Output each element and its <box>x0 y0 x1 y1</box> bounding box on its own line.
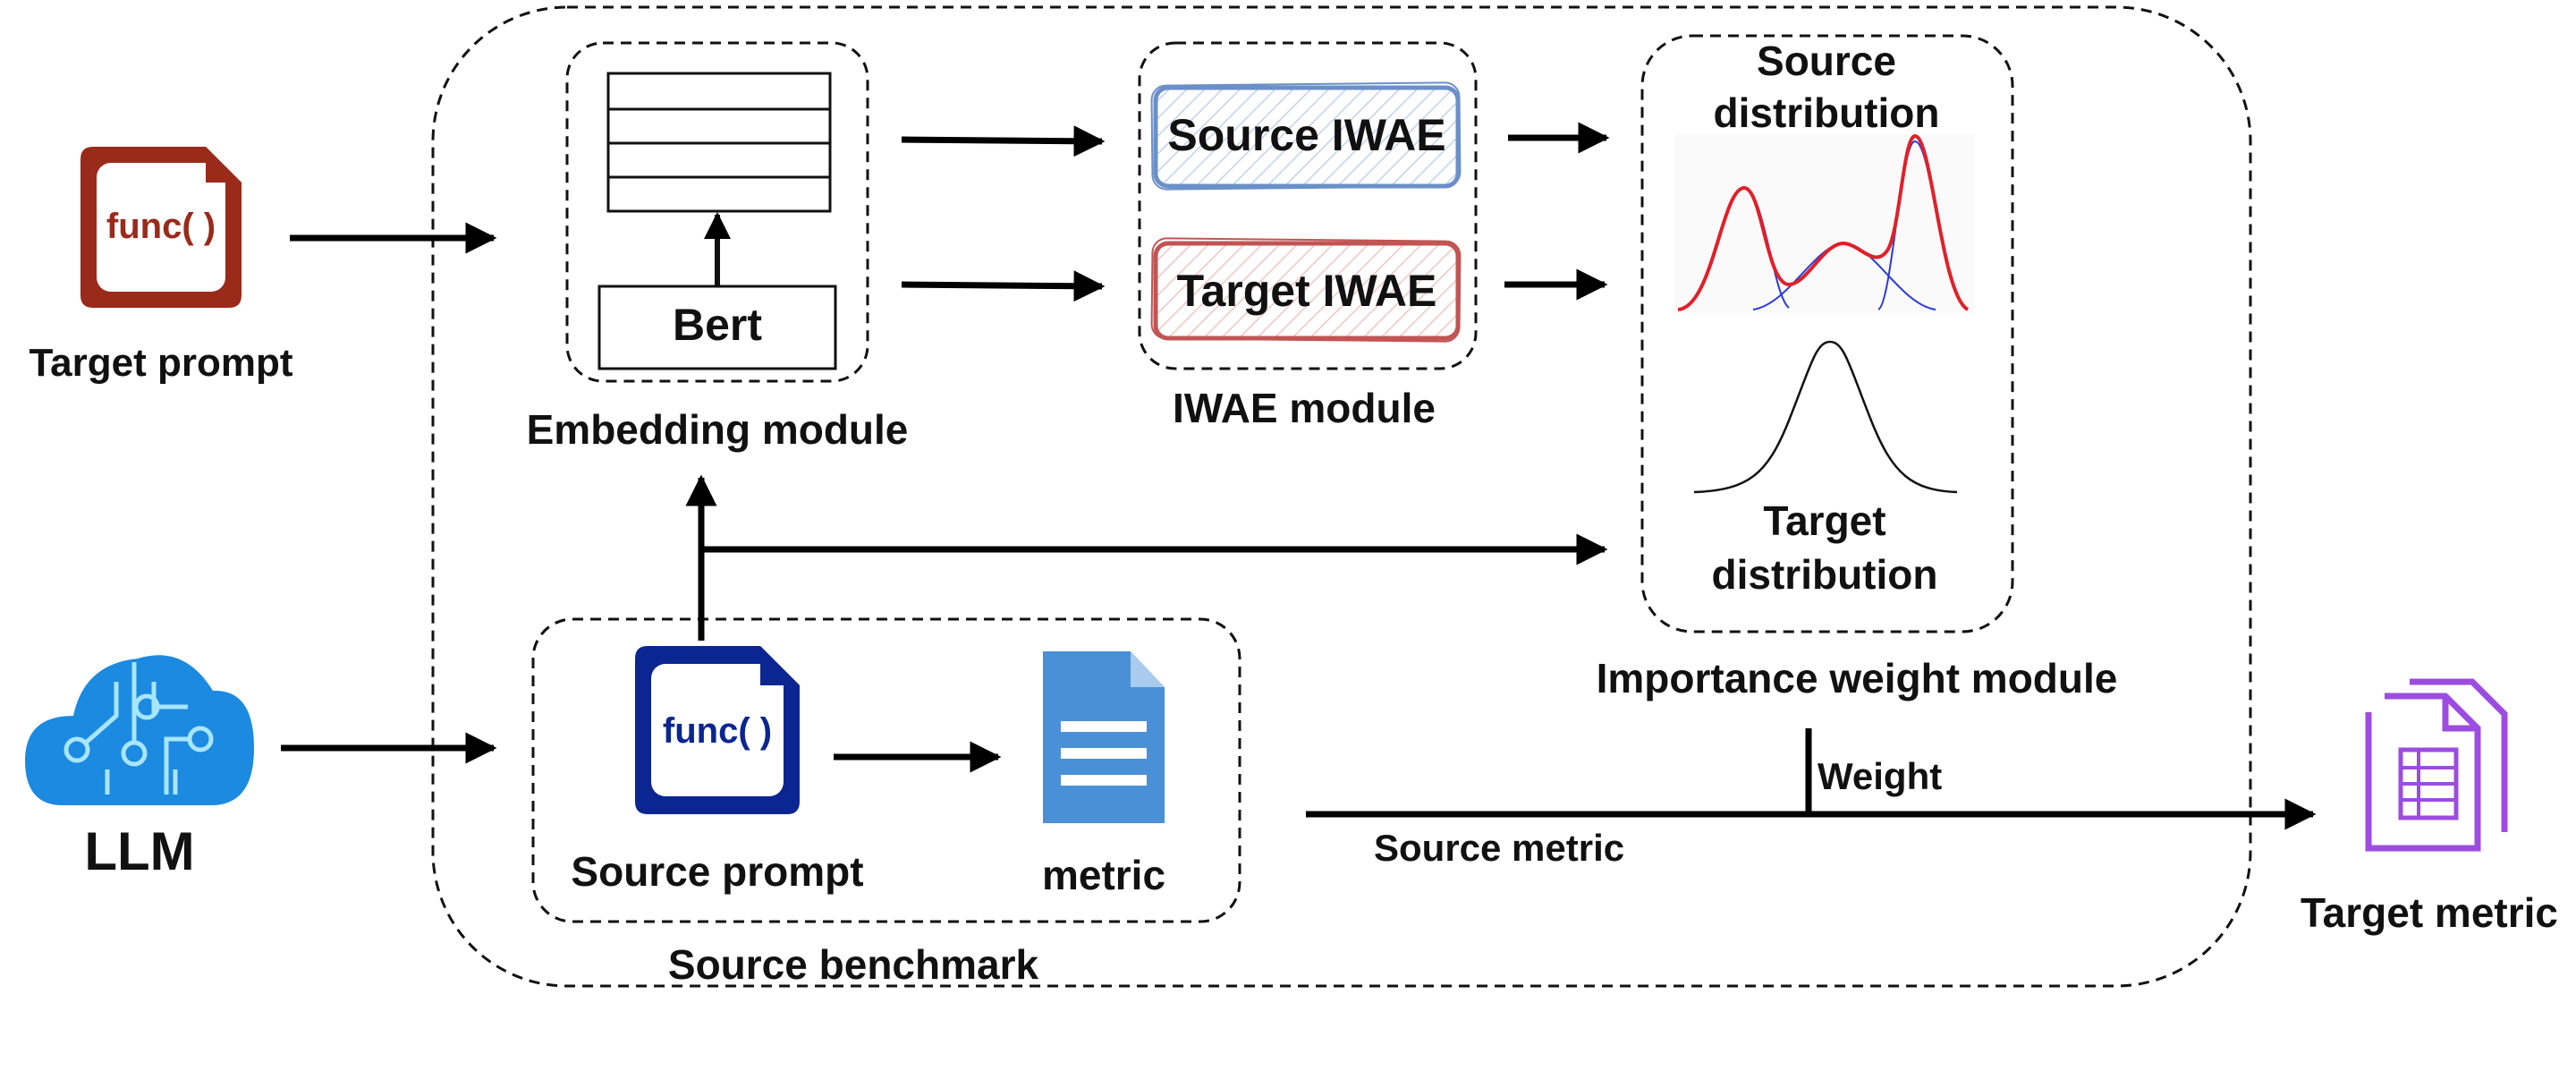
target-prompt-icon: func( ) <box>80 147 242 308</box>
source-prompt-icon-text: func( ) <box>663 711 772 751</box>
source-metric-label: Source metric <box>1374 827 1624 869</box>
target-metric-icon <box>2365 678 2508 852</box>
source-prompt-label: Source prompt <box>571 848 863 895</box>
embedding-to-source-iwae-arrow <box>901 125 1106 157</box>
importance-weight-module-box <box>1640 34 2014 633</box>
embedding-table <box>606 72 832 213</box>
source-distribution-line2: distribution <box>1714 89 1940 136</box>
source-prompt-icon: func( ) <box>635 646 800 814</box>
target-iwae-box <box>1150 237 1462 343</box>
source-mixture-curve <box>1677 133 1970 311</box>
bert-box <box>597 285 837 370</box>
iwae-module-label: IWAE module <box>1173 385 1436 431</box>
target-prompt-label: Target prompt <box>30 341 293 385</box>
target-metric-label: Target metric <box>2301 889 2558 936</box>
source-iwae-label: Source IWAE <box>1167 110 1445 160</box>
target-iwae-label: Target IWAE <box>1177 266 1437 316</box>
source-benchmark-label: Source benchmark <box>668 941 1039 988</box>
bert-label: Bert <box>673 300 762 350</box>
source-iwae-box <box>1150 81 1462 191</box>
llm-label: LLM <box>84 821 194 881</box>
target-density-curve <box>1693 340 1958 494</box>
embedding-to-target-iwae-arrow <box>901 270 1106 302</box>
iwae-module-box <box>1138 41 1478 370</box>
target-prompt-icon-text: func( ) <box>106 207 216 246</box>
embedding-module-label: Embedding module <box>527 406 909 453</box>
source-distribution-plot <box>1674 133 1975 313</box>
target-distribution-line1: Target <box>1763 497 1885 544</box>
metric-document-icon <box>1043 651 1165 823</box>
embedding-module-box <box>565 41 869 383</box>
importance-weight-module-label: Importance weight module <box>1597 655 2118 701</box>
outer-container <box>431 5 2252 988</box>
metric-label: metric <box>1042 852 1165 898</box>
target-distribution-plot <box>1693 340 1958 494</box>
weight-label: Weight <box>1818 755 1942 797</box>
llm-cloud-icon <box>25 655 254 805</box>
source-benchmark-box <box>531 617 1241 923</box>
target-distribution-line2: distribution <box>1712 551 1938 598</box>
source-distribution-line1: Source <box>1757 38 1896 84</box>
